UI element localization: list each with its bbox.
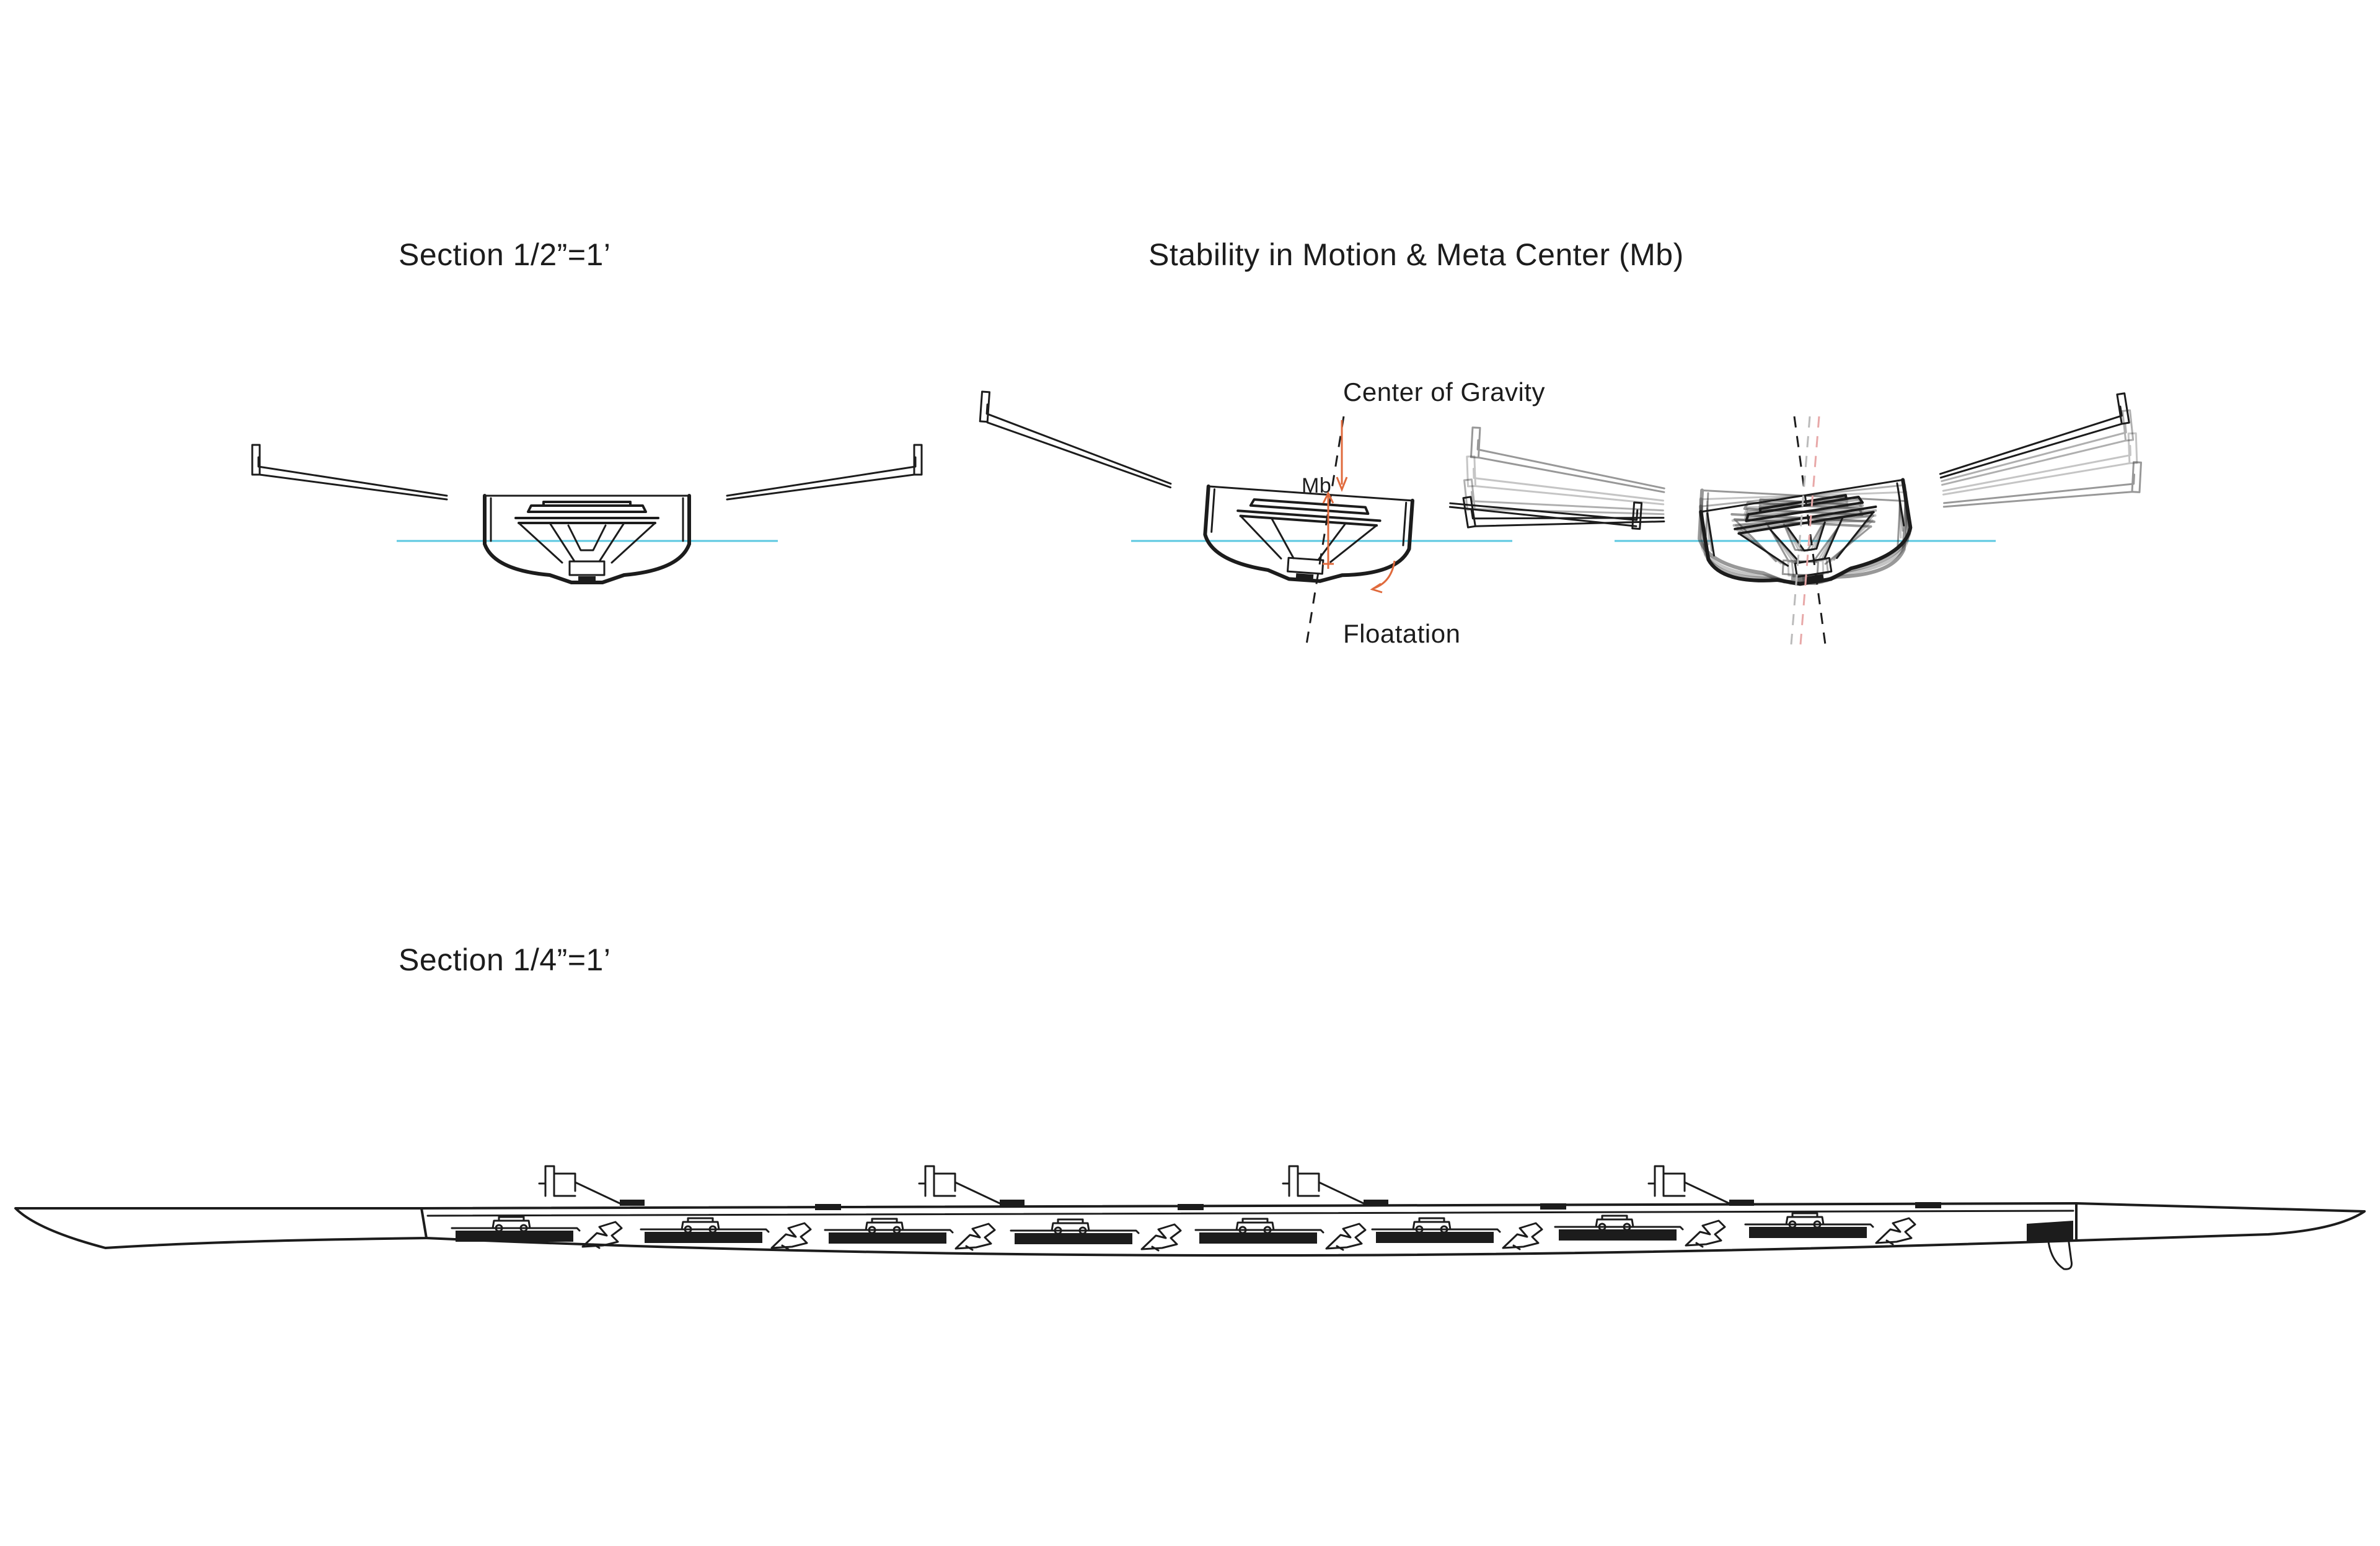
hull-section-1 (252, 445, 922, 582)
rowing-station-5 (1194, 1218, 1367, 1251)
rigger-post-2 (918, 1165, 1026, 1207)
rigger-post-3 (1282, 1165, 1390, 1207)
deck-cleat (1178, 1204, 1204, 1210)
rowing-station-7 (1554, 1214, 1726, 1248)
stability-title: Stability in Motion & Meta Center (Mb) (1148, 237, 1684, 272)
arrow-down-icon (1336, 420, 1348, 493)
arrow-up-icon (1322, 491, 1334, 569)
rowing-station-3 (824, 1218, 996, 1251)
deck-cleat (1915, 1202, 1941, 1208)
rowing-station-2 (640, 1217, 812, 1250)
section-quarter-title: Section 1/4”=1’ (399, 942, 611, 977)
hull-section-heeled (979, 390, 1643, 583)
rowing-station-6 (1371, 1217, 1543, 1250)
rowing-station-4 (1010, 1218, 1182, 1252)
long-section-hull (14, 1202, 2366, 1270)
rigger-post-4 (1647, 1165, 1755, 1207)
tilt-axis (1305, 416, 1345, 645)
rowing-station-8 (1744, 1212, 1916, 1245)
deck-cleat (815, 1204, 841, 1210)
floatation-label: Floatation (1343, 619, 1461, 648)
section-half-title: Section 1/2”=1’ (399, 237, 611, 272)
rigger-post-1 (538, 1165, 646, 1207)
curved-arrow-icon (1370, 560, 1396, 594)
deck-cleat (1540, 1203, 1566, 1210)
center-of-gravity-label: Center of Gravity (1343, 377, 1545, 406)
